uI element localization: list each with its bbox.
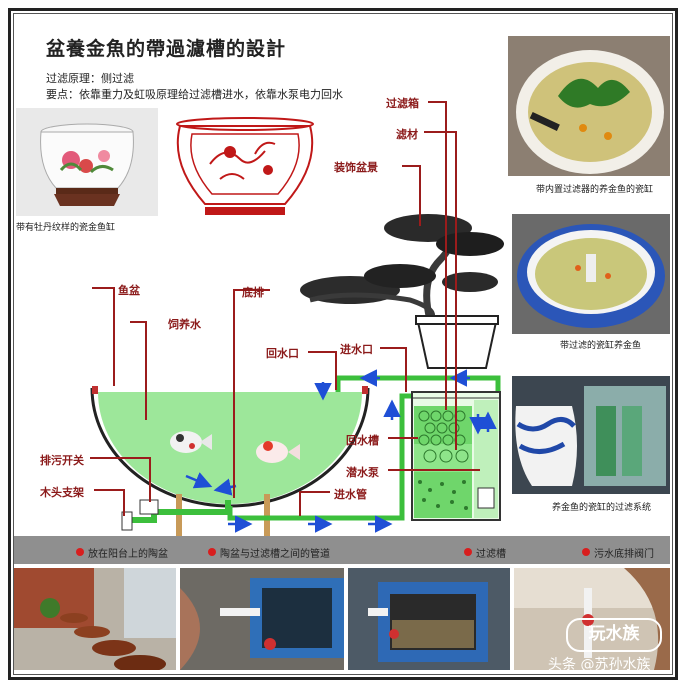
label-fish-bowl: 鱼盆: [118, 284, 140, 297]
label-inlet-pipe: 进水管: [334, 488, 367, 501]
keypoint-text: 要点：依靠重力及虹吸原理给过滤槽进水，依靠水泵电力回水: [46, 88, 343, 101]
goldfish-2: [256, 441, 300, 463]
outer-frame: [8, 8, 678, 680]
legend-dot-3: [464, 548, 472, 556]
photo-bowl-internal-filter: [508, 36, 670, 176]
flow-arrows: [185, 369, 497, 533]
label-bonsai: 装饰盆景: [334, 161, 378, 174]
label-drain-switch: 排污开关: [40, 454, 84, 467]
watermark-line: 头条 @苏孙水族: [548, 657, 651, 673]
bottom-photo-filter-tank: [348, 568, 510, 670]
legend-dot-4: [582, 548, 590, 556]
legend-item-filter-tank: 过滤槽: [476, 549, 506, 560]
label-inlet-port: 进水口: [340, 343, 373, 356]
ground-strip: [14, 536, 670, 564]
photo-bowl-with-filter: [512, 214, 670, 334]
legend-item-pot: 放在阳台上的陶盆: [88, 549, 168, 560]
legend-dot-1: [76, 548, 84, 556]
bottom-photo-balcony-pots: [14, 568, 176, 670]
label-wood-stand: 木头支架: [40, 486, 84, 499]
bowl-water: [98, 392, 362, 504]
page-title: 盆養金魚的帶過濾槽的設計: [46, 38, 287, 60]
bowl-caption: 带有牡丹纹样的瓷金鱼缸: [16, 223, 116, 233]
legend-item-drain-valve: 污水底排阀门: [594, 549, 654, 560]
goldfish-1: [170, 431, 212, 453]
label-return-tank: 回水槽: [346, 434, 379, 447]
bonsai-tree: [300, 214, 504, 369]
porcelain-bowl-photo: [16, 108, 158, 216]
principle-text: 过滤原理：侧过滤: [46, 72, 134, 85]
photo3-caption: 养金鱼的瓷缸的过滤系统: [552, 503, 652, 513]
legend-item-pipe: 陶盆与过滤槽之间的管道: [220, 549, 330, 560]
bottom-photo-pipes: [180, 568, 344, 670]
label-feed-water: 饲养水: [168, 318, 201, 331]
inner-frame: [13, 13, 673, 675]
papercut-vase-illustration: [160, 104, 330, 222]
photo-filter-system: [512, 376, 670, 494]
label-pump: 潜水泵: [346, 466, 379, 479]
photo1-caption: 带内置过滤器的养金鱼的瓷缸: [536, 185, 654, 195]
legend-dot-2: [208, 548, 216, 556]
label-filter-media: 滤材: [396, 128, 418, 141]
photo2-caption: 带过滤的瓷缸养金鱼: [560, 341, 642, 351]
label-bottom-drain: 底排: [242, 286, 264, 299]
watermark-logo: 玩水族: [566, 618, 662, 652]
label-filter-box: 过滤箱: [386, 97, 419, 110]
leader-lines: [90, 101, 480, 516]
label-return-port: 回水口: [266, 347, 299, 360]
